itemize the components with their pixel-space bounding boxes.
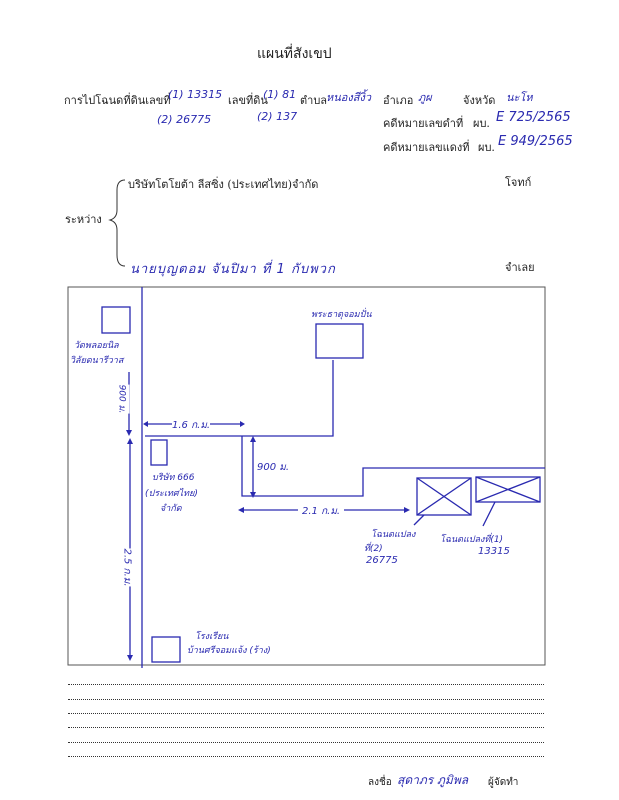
road-to-temple bbox=[145, 360, 334, 437]
deed-label: การไปโฉนดที่ดินเลขที่ bbox=[64, 94, 171, 107]
temple-top-label: พระธาตุจอมปั่น bbox=[311, 310, 372, 320]
amphoe-value: ภูผ bbox=[418, 91, 432, 104]
plot-2-label-2: ที่(2) bbox=[364, 544, 383, 554]
temple-left-label-1: วัดพลอยนิล bbox=[74, 341, 119, 351]
preparer-role: ผู้จัดทำ bbox=[488, 777, 519, 788]
blank-line bbox=[68, 727, 544, 728]
blank-line bbox=[68, 713, 544, 714]
temple-top-box bbox=[315, 323, 364, 359]
distance-900: 900 ม. bbox=[257, 462, 290, 473]
between-label: ระหว่าง bbox=[65, 213, 102, 226]
tambon-label: ตำบล bbox=[300, 94, 328, 107]
temple-left-box bbox=[101, 306, 131, 334]
defendant-name: นายบุญตอม จันปิมา ที่ 1 กับพวก bbox=[130, 262, 336, 277]
plot-1-label-1: โฉนดแปลงที่(1) bbox=[440, 535, 504, 545]
black-case-value: E 725/2565 bbox=[496, 110, 571, 125]
signature: สุดาภร ภูมิพล bbox=[397, 773, 469, 787]
page-title: แผนที่สังเขป bbox=[257, 46, 332, 62]
plot-2-label-1: โฉนดแปลง bbox=[371, 530, 416, 540]
land-number-2: (2) 137 bbox=[257, 110, 298, 123]
brace bbox=[108, 179, 126, 267]
distance-2-5: 2.5 ก.ม. bbox=[119, 548, 135, 587]
plot-2-box bbox=[416, 477, 472, 516]
blank-line bbox=[68, 684, 544, 685]
amphoe-label: อำเภอ bbox=[383, 94, 414, 107]
distance-2-1: 2.1 ก.ม. bbox=[298, 504, 345, 519]
company-box bbox=[150, 439, 168, 466]
blank-line bbox=[68, 742, 544, 743]
black-case-prefix: ผบ. bbox=[473, 117, 490, 130]
company-label-1: บริษัท 666 bbox=[152, 473, 195, 483]
pointer-plot-1 bbox=[482, 501, 496, 527]
plaintiff-role: โจทก์ bbox=[505, 176, 532, 189]
red-case-label: คดีหมายเลขแดงที่ bbox=[383, 141, 470, 154]
company-label-2: (ประเทศไทย) bbox=[145, 489, 198, 499]
plot-1-box bbox=[475, 476, 541, 503]
temple-left-label-2: วิลัยดนารีวาส bbox=[70, 356, 124, 366]
school-label-2: บ้านศรีจอมแจ้ง (ร้าง) bbox=[187, 646, 271, 656]
distance-1-6: 1.6 ก.ม. bbox=[172, 418, 211, 433]
distance-900-vertical: 900 ม. bbox=[115, 384, 130, 414]
school-box bbox=[151, 636, 181, 663]
red-case-prefix: ผบ. bbox=[478, 141, 495, 154]
deed-number-2: (2) 26775 bbox=[157, 113, 212, 126]
plot-2-label-3: 26775 bbox=[366, 555, 398, 566]
pointer-plot-2 bbox=[413, 514, 425, 526]
red-case-value: E 949/2565 bbox=[498, 134, 573, 149]
deed-number-1: (1) 13315 bbox=[168, 88, 223, 101]
blank-line bbox=[68, 699, 544, 700]
tambon-value: หนองสีงิ้ว bbox=[326, 91, 372, 104]
land-label: เลขที่ดิน bbox=[228, 94, 268, 107]
road-to-plots bbox=[241, 436, 545, 497]
province-label: จังหวัด bbox=[463, 94, 496, 107]
map-border bbox=[67, 286, 546, 666]
school-label-1: โรงเรียน bbox=[195, 632, 229, 642]
plaintiff-name: บริษัทโตโยต้า ลีสซิ่ง (ประเทศไทย)จำกัด bbox=[128, 178, 319, 191]
plot-1-label-2: 13315 bbox=[478, 546, 510, 557]
blank-line bbox=[68, 756, 544, 757]
sign-label: ลงชื่อ bbox=[368, 777, 392, 788]
land-number-1: (1) 81 bbox=[263, 88, 297, 101]
company-label-3: จำกัด bbox=[160, 504, 182, 514]
province-value: นะโห bbox=[506, 91, 533, 104]
black-case-label: คดีหมายเลขดำที่ bbox=[383, 117, 464, 130]
defendant-role: จำเลย bbox=[505, 261, 535, 274]
